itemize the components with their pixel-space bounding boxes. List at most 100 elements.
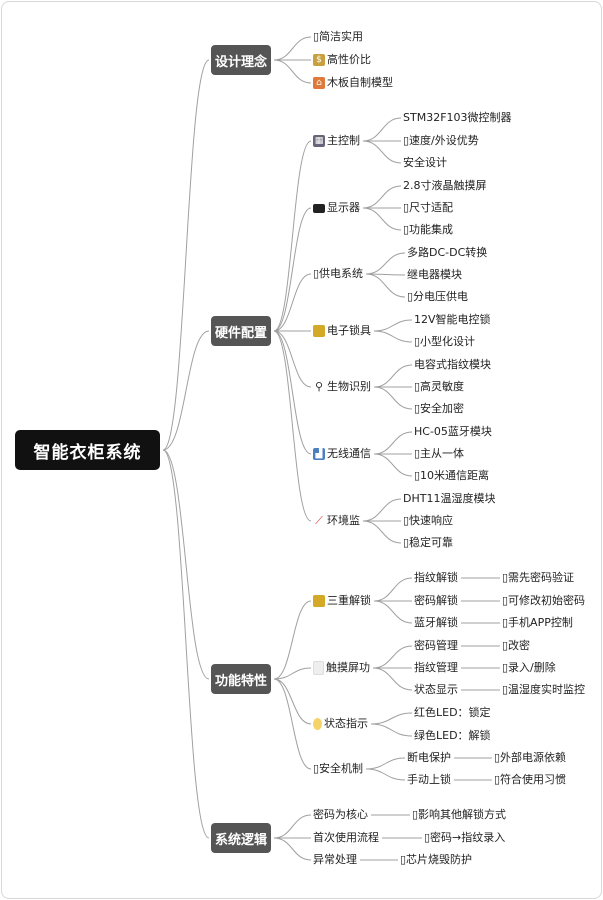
hardware-item[interactable]: 继电器模块 [407,268,462,281]
hardware-item[interactable]: 多路DC-DC转换 [407,246,488,259]
hardware-group-power[interactable]: ▯供电系统 [313,266,363,282]
connector-line [373,364,413,388]
hardware-group-display[interactable]: 显示器 [313,200,360,216]
connector-line [373,330,413,343]
connector-line [362,207,402,231]
connector-line [373,453,413,477]
connector-line [273,600,312,680]
hardware-item[interactable]: ▯速度/外设优势 [403,134,479,147]
feature-detail[interactable]: ▯录入/删除 [502,661,556,674]
hardware-item[interactable]: 电容式指纹模块 [414,358,491,371]
connector-line [373,319,413,332]
logic-item[interactable]: 首次使用流程 [313,831,379,844]
hardware-group-biometric[interactable]: ⚲生物识别 [313,379,371,395]
connector-line [372,645,413,669]
design-item[interactable]: ▯简洁实用 [313,29,363,45]
feature-item[interactable]: 状态显示 [414,683,458,696]
branch-hardware[interactable]: 硬件配置 [211,316,271,346]
logic-detail[interactable]: ▯芯片烧毁防护 [400,853,473,866]
node-text: 状态指示 [324,717,368,730]
hardware-group-wireless[interactable]: ▟无线通信 [313,446,371,462]
feature-item[interactable]: 绿色LED：解锁 [414,729,491,742]
hardware-item[interactable]: ▯尺寸适配 [403,201,454,214]
hardware-item[interactable]: ▯分电压供电 [407,290,469,303]
node-text: 木板自制模型 [327,76,393,89]
connector-line [366,768,406,781]
connector-line [373,600,413,624]
feature-detail[interactable]: ▯符合使用习惯 [494,773,567,786]
hardware-group-environment[interactable]: ⟋环境监 [313,513,360,529]
feature-detail[interactable]: ▯手机APP控制 [502,616,573,629]
hardware-item[interactable]: ▯小型化设计 [414,335,476,348]
connector-line [362,117,402,142]
hardware-item[interactable]: ▯功能集成 [403,223,454,236]
design-item[interactable]: $高性价比 [313,52,371,68]
hardware-item[interactable]: DHT11温湿度模块 [403,492,496,505]
connector-line [362,140,402,164]
feature-group-status[interactable]: 状态指示 [313,716,368,732]
node-text: 环境监 [327,514,360,527]
feature-item[interactable]: 密码解锁 [414,594,458,607]
feature-item[interactable]: 指纹解锁 [414,571,458,584]
connector-line [273,330,312,388]
connector-line [273,678,312,770]
branch-logic[interactable]: 系统逻辑 [211,823,271,853]
phone-icon [313,661,324,675]
branch-design[interactable]: 设计理念 [211,45,271,75]
connector-line [273,678,312,725]
root-node[interactable]: 智能衣柜系统 [15,430,160,470]
feature-item[interactable]: 断电保护 [407,751,451,764]
feature-item[interactable]: 指纹管理 [414,661,458,674]
hardware-item[interactable]: ▯快速响应 [403,514,454,527]
connector-line [273,814,312,839]
house-icon: ⌂ [313,77,325,89]
hardware-group-lock[interactable]: 电子锁具 [313,323,371,339]
connector-line [370,712,413,725]
hardware-item[interactable]: ▯高灵敏度 [414,380,465,393]
feature-group-triple-unlock[interactable]: 三重解锁 [313,593,371,609]
hardware-item[interactable]: 12V智能电控锁 [414,313,491,326]
logic-detail[interactable]: ▯影响其他解锁方式 [412,808,507,821]
feature-item[interactable]: 密码管理 [414,639,458,652]
feature-detail[interactable]: ▯改密 [502,639,531,652]
feature-group-touchscreen[interactable]: 触摸屏功 [313,660,370,676]
feature-detail[interactable]: ▯需先密码验证 [502,571,575,584]
hardware-group-main-control[interactable]: ▦主控制 [313,133,360,149]
logic-detail[interactable]: ▯密码→指纹录入 [424,831,506,844]
feature-item[interactable]: 蓝牙解锁 [414,616,458,629]
connector-line [273,140,312,332]
feature-detail[interactable]: ▯温湿度实时监控 [502,683,586,696]
feature-item[interactable]: 手动上锁 [407,773,451,786]
node-text: ▯供电系统 [313,267,364,280]
hardware-item[interactable]: ▯主从一体 [414,447,465,460]
hardware-item[interactable]: 2.8寸液晶触摸屏 [403,179,487,192]
connector-line [273,207,312,332]
connector-line [373,386,413,410]
logic-item[interactable]: 异常处理 [313,853,357,866]
node-text: 主控制 [327,134,360,147]
hardware-item[interactable]: ▯稳定可靠 [403,536,454,549]
hardware-item[interactable]: STM32F103微控制器 [403,111,512,124]
branch-features[interactable]: 功能特性 [211,664,271,694]
hardware-item[interactable]: HC-05蓝牙模块 [414,425,492,438]
lock-icon [313,325,325,337]
feature-detail[interactable]: ▯外部电源依赖 [494,751,567,764]
hardware-item[interactable]: 安全设计 [403,156,447,169]
logic-item[interactable]: 密码为核心 [313,808,368,821]
connector-line [366,252,406,275]
design-item[interactable]: ⌂木板自制模型 [313,75,393,91]
connector-line [273,837,312,861]
node-text: 触摸屏功 [326,661,370,674]
feature-detail[interactable]: ▯可修改初始密码 [502,594,586,607]
feature-item[interactable]: 红色LED：锁定 [414,706,491,719]
node-text: ▯简洁实用 [313,30,364,43]
hardware-item[interactable]: ▯安全加密 [414,402,465,415]
hardware-item[interactable]: ▯10米通信距离 [414,469,490,482]
signal-bars-icon: ▟ [313,448,325,460]
connector-line [273,273,312,332]
monitor-icon [313,203,325,213]
feature-group-safety[interactable]: ▯安全机制 [313,761,363,777]
connector-line [370,723,413,737]
money-bag-icon: $ [313,54,325,66]
connector-line [372,667,413,691]
